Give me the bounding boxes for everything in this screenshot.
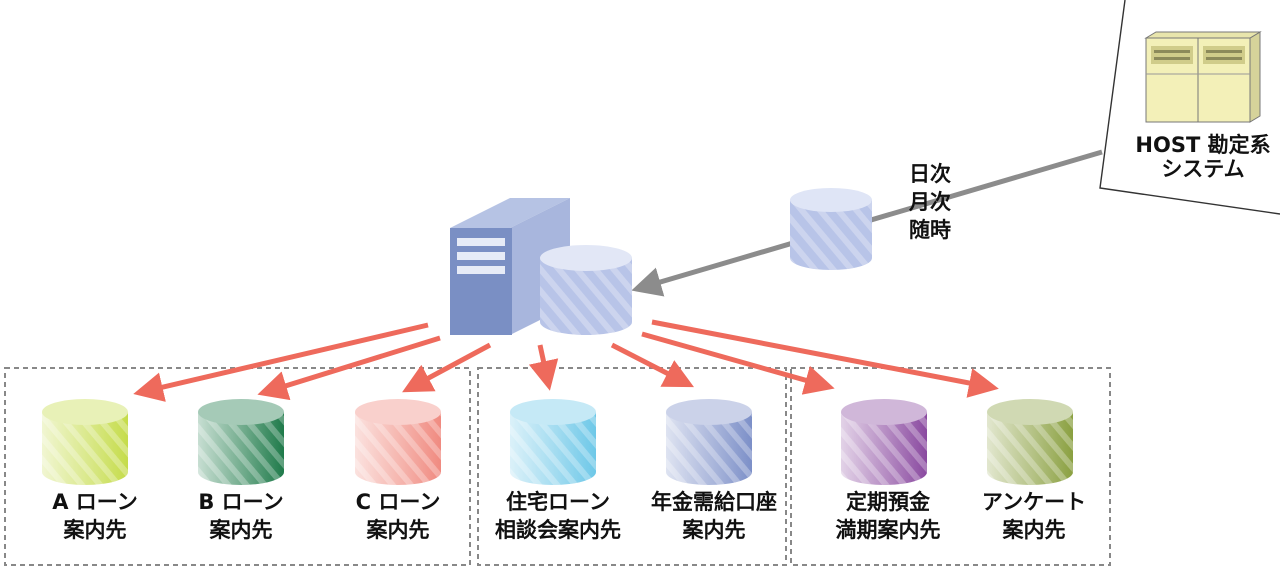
target-survey-line2: 案内先	[1002, 518, 1066, 542]
target-c-loan-line2: 案内先	[366, 518, 430, 542]
target-c-loan-line1: C ローン	[355, 490, 441, 514]
distribution-arrows	[133, 319, 999, 402]
target-pension-line1: 年金需給口座	[651, 490, 777, 514]
target-database-time-deposit-icon	[841, 399, 927, 485]
arrow-c-loan	[402, 342, 492, 393]
target-database-lid	[666, 399, 752, 425]
target-housing-loan-line2: 相談会案内先	[495, 518, 621, 542]
central-database-icon	[540, 245, 632, 335]
target-database-lid	[841, 399, 927, 425]
arrow-time-deposit	[641, 331, 835, 395]
target-label-survey: アンケート 案内先	[954, 488, 1114, 544]
host-system	[1099, 0, 1280, 215]
transfer-database-icon	[790, 188, 872, 270]
target-database-b-loan-icon	[198, 399, 284, 485]
target-database-texture	[841, 412, 927, 485]
target-database-lid	[42, 399, 128, 425]
target-label-a-loan: A ローン 案内先	[20, 488, 170, 544]
target-label-housing-loan: 住宅ローン 相談会案内先	[478, 488, 638, 544]
group-box-deposits	[790, 367, 1111, 566]
target-database-lid	[987, 399, 1073, 425]
target-database-c-loan-icon	[355, 399, 441, 485]
target-database-lid	[198, 399, 284, 425]
host-label-line1: HOST 勘定系	[1135, 133, 1271, 157]
frequency-daily: 日次	[909, 162, 951, 186]
arrow-pension	[610, 342, 695, 388]
target-pension-line2: 案内先	[682, 518, 746, 542]
target-database-housing-loan-icon	[510, 399, 596, 485]
arrow-survey	[651, 319, 999, 398]
target-databases	[42, 399, 1073, 485]
arrow-a-loan	[133, 322, 429, 402]
target-b-loan-line1: B ローン	[198, 490, 284, 514]
target-database-lid	[355, 399, 441, 425]
host-server-icon	[1144, 31, 1262, 123]
target-database-texture	[666, 412, 752, 485]
target-database-texture	[510, 412, 596, 485]
target-time-deposit-line2: 満期案内先	[835, 518, 941, 542]
target-a-loan-line1: A ローン	[52, 490, 138, 514]
group-box-loans	[4, 367, 471, 566]
target-database-texture	[355, 412, 441, 485]
target-database-texture	[198, 412, 284, 485]
arrow-housing-loan	[528, 344, 559, 391]
host-label-line2: システム	[1161, 157, 1245, 181]
target-survey-line1: アンケート	[981, 490, 1087, 514]
target-b-loan-line2: 案内先	[209, 518, 273, 542]
target-label-c-loan: C ローン 案内先	[323, 488, 473, 544]
target-database-lid	[510, 399, 596, 425]
target-database-pension-icon	[666, 399, 752, 485]
target-database-a-loan-icon	[42, 399, 128, 485]
target-housing-loan-line1: 住宅ローン	[506, 490, 610, 514]
target-time-deposit-line1: 定期預金	[846, 490, 930, 514]
target-label-b-loan: B ローン 案内先	[166, 488, 316, 544]
target-database-texture	[42, 412, 128, 485]
target-label-pension: 年金需給口座 案内先	[634, 488, 794, 544]
frequency-anytime: 随時	[909, 218, 951, 242]
target-a-loan-line2: 案内先	[63, 518, 127, 542]
host-label: HOST 勘定系 システム	[1118, 133, 1280, 181]
target-database-survey-icon	[987, 399, 1073, 485]
frequency-label: 日次 月次 随時	[895, 160, 965, 244]
group-box-accounts	[477, 367, 787, 566]
target-database-texture	[987, 412, 1073, 485]
frequency-monthly: 月次	[909, 190, 951, 214]
target-label-time-deposit: 定期預金 満期案内先	[808, 488, 968, 544]
arrow-b-loan	[257, 335, 441, 401]
